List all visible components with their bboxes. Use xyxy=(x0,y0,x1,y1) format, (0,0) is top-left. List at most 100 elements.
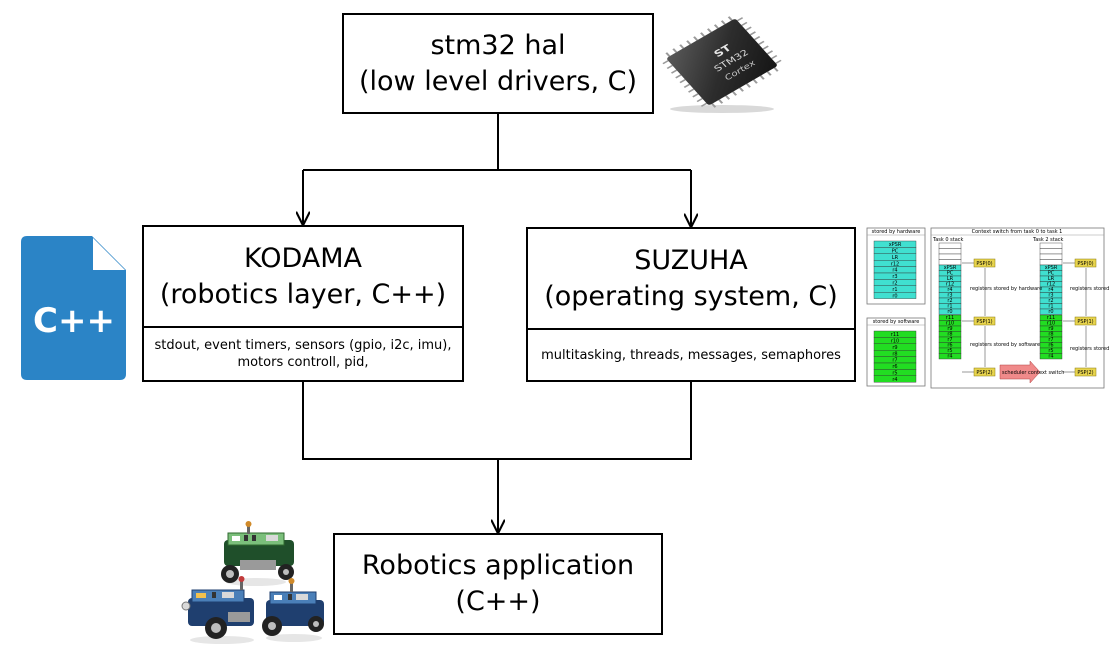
psp1-label-right: PSP(1) xyxy=(1077,319,1093,325)
psp2-label-left: PSP(2) xyxy=(976,370,992,376)
kodama-features-box: stdout, event timers, sensors (gpio, i2c… xyxy=(142,326,464,382)
task1-hw-cell xyxy=(1039,308,1063,315)
sw-reg-label: r7 xyxy=(892,358,897,364)
suzuha-subtitle: (operating system, C) xyxy=(544,280,838,312)
task0-label: Task 0 stack xyxy=(932,237,964,243)
psp1-label-left: PSP(1) xyxy=(976,319,992,325)
hw-reg-label: r4 xyxy=(892,268,897,274)
task0-hw-label: PC xyxy=(947,271,954,277)
task1-hw-label: r2 xyxy=(1048,298,1053,304)
scheduler-arrow xyxy=(999,360,1041,384)
robot-back xyxy=(221,521,294,586)
task0-hw-cell xyxy=(938,308,962,315)
robotics-app-box: Robotics application (C++) xyxy=(333,533,663,635)
suzuha-features-box: multitasking, threads, messages, semapho… xyxy=(526,328,856,382)
note-hw-right: registers stored by hardware xyxy=(1070,286,1111,292)
task1-hw-label: r3 xyxy=(1048,293,1053,299)
hw-reg-label: LR xyxy=(892,255,899,261)
task0-hw-label: r4 xyxy=(947,287,952,293)
sw-reg-label: r6 xyxy=(892,364,897,370)
task0-hw-label: r3 xyxy=(947,293,952,299)
task0-sw-cell xyxy=(938,353,962,360)
task1-hw-label: xPSR xyxy=(1045,265,1058,271)
suzuha-box: SUZUHA (operating system, C) xyxy=(526,227,856,330)
task0-sw-label: r8 xyxy=(947,332,952,338)
hw-reg-label: r3 xyxy=(892,274,897,280)
task1-hw-label: r12 xyxy=(1047,282,1055,288)
task0-sw-label: r7 xyxy=(947,337,952,343)
hw-title: stored by hardware xyxy=(872,229,921,235)
sw-reg-cell xyxy=(873,375,917,383)
hal-to-layers-connector xyxy=(303,114,691,171)
kodama-title: KODAMA xyxy=(243,242,363,274)
hal-title: stm32 hal xyxy=(430,29,566,61)
note-hw-left: registers stored by hardware xyxy=(970,286,1042,292)
note-sw-right: registers stored by software xyxy=(1070,346,1111,352)
task0-sw-label: r10 xyxy=(946,321,954,327)
task1-sw-label: r11 xyxy=(1047,315,1055,321)
hal-subtitle: (low level drivers, C) xyxy=(358,65,638,97)
task1-hw-label: LR xyxy=(1048,276,1055,282)
hw-reg-label: r12 xyxy=(891,261,899,267)
task1-sw-label: r10 xyxy=(1047,321,1055,327)
sw-reg-label: r11 xyxy=(891,332,899,338)
hw-reg-label: r2 xyxy=(892,281,897,287)
task1-sw-label: r8 xyxy=(1048,332,1053,338)
task1-sw-label: r4 xyxy=(1048,354,1053,360)
robot-left xyxy=(181,576,254,644)
sw-reg-label: r9 xyxy=(892,345,897,351)
task0-sw-label: r6 xyxy=(947,343,952,349)
task1-hw-label: r0 xyxy=(1048,309,1053,315)
robot-right xyxy=(262,578,324,642)
kodama-subtitle: (robotics layer, C++) xyxy=(159,278,447,310)
task1-sw-label: r5 xyxy=(1048,348,1053,354)
hw-reg-label: xPSR xyxy=(889,242,902,248)
app-title: Robotics application xyxy=(361,550,635,581)
psp2-box-left xyxy=(973,367,996,377)
hw-reg-label: r1 xyxy=(892,287,897,293)
psp2-label-right: PSP(2) xyxy=(1077,370,1093,376)
sw-reg-label: r8 xyxy=(892,351,897,357)
sw-reg-label: r4 xyxy=(892,377,897,383)
task1-sw-label: r9 xyxy=(1048,326,1053,332)
note-sw-left: registers stored by software xyxy=(970,342,1040,348)
task0-sw-label: r11 xyxy=(946,315,954,321)
scheduler-label: scheduler context switch xyxy=(1002,370,1064,376)
task0-hw-label: r2 xyxy=(947,298,952,304)
task1-label: Task 2 stack xyxy=(1032,237,1064,243)
task1-sw-label: r7 xyxy=(1048,337,1053,343)
app-subtitle: (C++) xyxy=(455,586,541,617)
sw-reg-label: r10 xyxy=(891,339,899,345)
task0-hw-label: xPSR xyxy=(944,265,957,271)
kodama-features: stdout, event timers, sensors (gpio, i2c… xyxy=(154,338,452,370)
task0-hw-label: r0 xyxy=(947,309,952,315)
task0-hw-label: r12 xyxy=(946,282,954,288)
psp1-box-left xyxy=(973,316,996,326)
hw-reg-label: PC xyxy=(892,249,899,255)
task1-hw-label: r4 xyxy=(1048,287,1053,293)
task1-sw-label: r6 xyxy=(1048,343,1053,349)
kodama-box: KODAMA (robotics layer, C++) xyxy=(142,225,464,328)
psp0-label-right: PSP(0) xyxy=(1077,261,1093,267)
task1-hw-label: r1 xyxy=(1048,304,1053,310)
stm32-hal-box: stm32 hal (low level drivers, C) xyxy=(342,13,654,114)
cpp-icon-label: C++ xyxy=(33,301,115,341)
task0-sw-label: r5 xyxy=(947,348,952,354)
suzuha-title: SUZUHA xyxy=(634,244,748,276)
hw-reg-label: r0 xyxy=(892,293,897,299)
task1-hw-label: PC xyxy=(1048,271,1055,277)
suzuha-features: multitasking, threads, messages, semapho… xyxy=(541,347,841,363)
psp0-label-left: PSP(0) xyxy=(976,261,992,267)
task0-hw-label: r1 xyxy=(947,304,952,310)
task1-sw-cell xyxy=(1039,353,1063,360)
psp2-box-right xyxy=(1074,367,1097,377)
psp0-box-right xyxy=(1074,258,1097,268)
